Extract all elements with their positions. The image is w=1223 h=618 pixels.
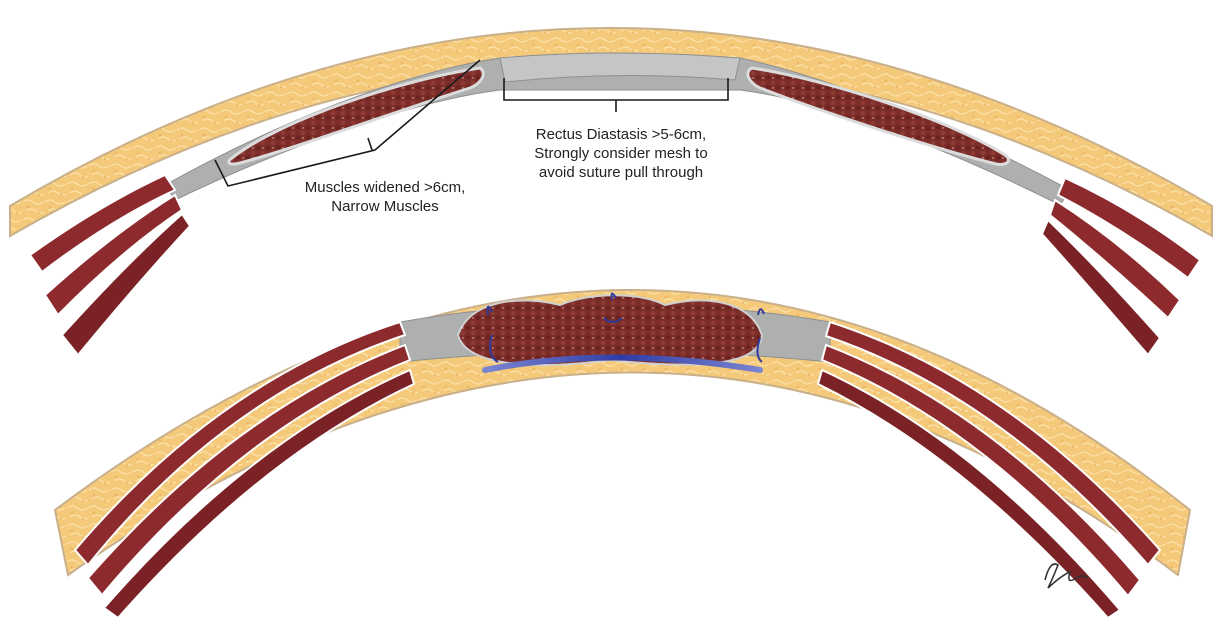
muscles-widened-annotation: Muscles widened >6cm, Narrow Muscles <box>270 178 500 216</box>
bottom-cross-section <box>55 290 1190 618</box>
diastasis-line-2: Strongly consider mesh to <box>506 144 736 163</box>
muscles-line-1: Muscles widened >6cm, <box>270 178 500 197</box>
muscles-line-2: Narrow Muscles <box>270 197 500 216</box>
diastasis-line-3: avoid suture pull through <box>506 163 736 182</box>
rectus-diastasis-annotation: Rectus Diastasis >5-6cm, Strongly consid… <box>506 125 736 182</box>
diastasis-line-1: Rectus Diastasis >5-6cm, <box>506 125 736 144</box>
